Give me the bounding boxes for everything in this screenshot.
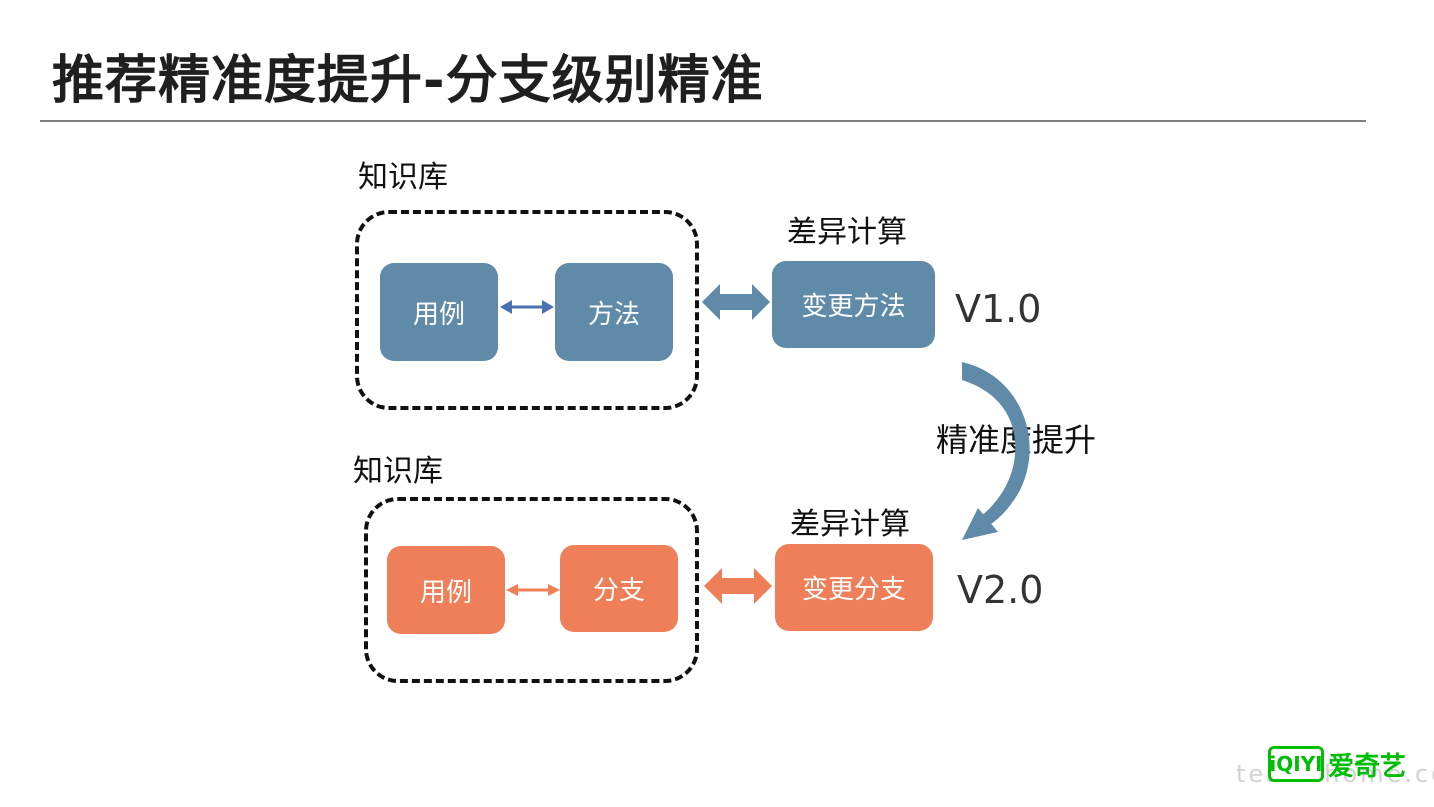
top-outer-double-arrow — [702, 284, 770, 320]
top-diff-label: 差异计算 — [787, 215, 907, 250]
bottom-branch-box: 分支 — [560, 545, 678, 632]
brand-logo: iQIYI 爱奇艺 — [1268, 744, 1406, 784]
slide-title: 推荐精准度提升-分支级别精准 — [52, 51, 764, 111]
upgrade-curved-arrow — [962, 362, 1030, 540]
top-change-method-box: 变更方法 — [772, 261, 935, 348]
bottom-change-branch-box: 变更分支 — [775, 544, 933, 631]
bottom-version-label: V2.0 — [957, 568, 1044, 612]
bottom-case-box: 用例 — [387, 546, 505, 634]
top-version-label: V1.0 — [955, 287, 1042, 331]
top-inner-double-arrow — [500, 300, 554, 314]
top-method-box: 方法 — [555, 263, 673, 361]
bottom-outer-double-arrow — [704, 568, 772, 604]
top-case-box: 用例 — [380, 263, 498, 361]
top-knowledge-base-label: 知识库 — [358, 160, 448, 195]
bottom-knowledge-base-label: 知识库 — [353, 454, 443, 489]
logo-mark: iQIYI — [1268, 746, 1324, 782]
title-divider — [40, 120, 1366, 122]
bottom-knowledge-base-frame — [364, 497, 699, 683]
bottom-inner-double-arrow — [506, 584, 560, 596]
top-knowledge-base-frame — [355, 210, 699, 410]
logo-text: 爱奇艺 — [1328, 751, 1407, 782]
bottom-diff-label: 差异计算 — [790, 507, 910, 542]
